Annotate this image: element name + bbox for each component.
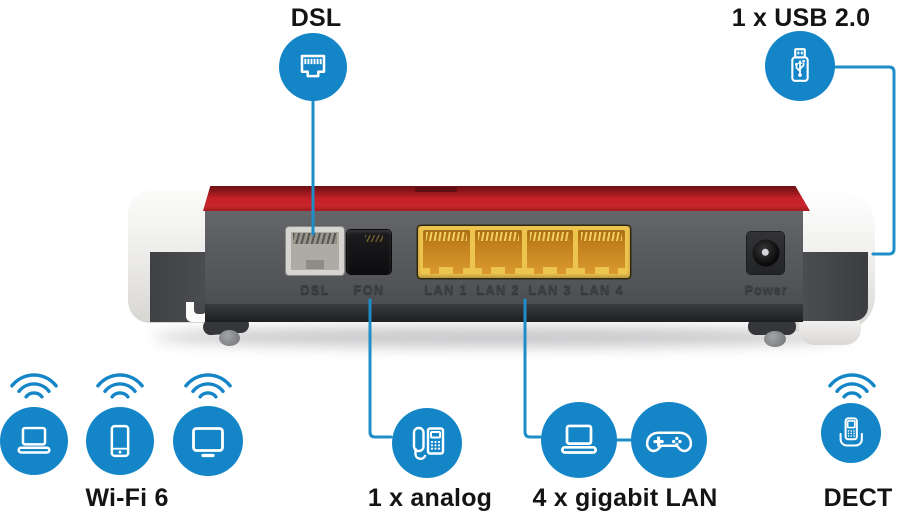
lan-port-block [418, 226, 630, 278]
lan3-port [526, 230, 574, 274]
lan3-port-label: LAN 3 [528, 282, 572, 297]
lan1-port [423, 230, 470, 274]
power-jack-pin [761, 248, 769, 256]
fon-port-label: FON [353, 282, 385, 297]
lan4-port [578, 230, 625, 274]
lan4-tab [594, 267, 609, 274]
router-right-recess [797, 252, 868, 321]
router-body-bottom-edge [205, 304, 803, 322]
smartphone-icon [86, 407, 154, 475]
router-top-groove [415, 187, 457, 192]
fon-port [347, 230, 391, 274]
usb-stick-icon [765, 31, 835, 101]
lan1-pins [426, 232, 467, 241]
router-left-foot-ball [219, 330, 240, 346]
wifi-callout-label: Wi-Fi 6 [85, 484, 169, 512]
dsl-port [286, 227, 344, 275]
router-right-foot-dark [748, 318, 796, 335]
lan2-port [474, 230, 522, 274]
lan4-pins [581, 232, 622, 241]
dsl-callout-label: DSL [290, 4, 342, 32]
wifi-waves-icon [90, 367, 150, 401]
wifi-waves-icon [178, 367, 238, 401]
desk-phone-icon [392, 408, 462, 478]
router-right-foot [799, 318, 861, 345]
dect-waves-icon [822, 367, 882, 401]
dect-handset-icon [821, 403, 881, 463]
wifi-waves-icon [4, 367, 64, 401]
lan3-tab [542, 267, 557, 274]
power-port-label: Power [744, 282, 788, 297]
dsl-port-pins [293, 233, 337, 244]
power-port [747, 232, 784, 274]
lan4-port-label: LAN 4 [580, 282, 624, 297]
router-right-foot-ball [764, 331, 786, 347]
laptop-icon [541, 402, 617, 478]
router-red-top-band [203, 186, 810, 211]
tv-icon [173, 406, 243, 476]
dsl-port-notch [306, 260, 324, 269]
dect-callout-label: DECT [823, 484, 893, 512]
rj45-port-icon [279, 33, 347, 101]
lan1-tab [439, 267, 454, 274]
usb-callout-label: 1 x USB 2.0 [731, 4, 871, 32]
cable-slot-tooth [194, 302, 206, 314]
fon-port-pins [365, 235, 383, 242]
lan2-tab [491, 267, 506, 274]
lan2-port-label: LAN 2 [476, 282, 520, 297]
gigabit-lan-callout-label: 4 x gigabit LAN [532, 484, 718, 512]
dsl-port-label: DSL [300, 282, 330, 297]
lan2-pins [477, 232, 519, 241]
lan3-pins [529, 232, 571, 241]
laptop-icon [0, 407, 68, 475]
router-shadow [152, 327, 848, 347]
gamepad-icon [631, 402, 707, 478]
analog-callout-label: 1 x analog [367, 484, 493, 512]
lan1-port-label: LAN 1 [424, 282, 468, 297]
